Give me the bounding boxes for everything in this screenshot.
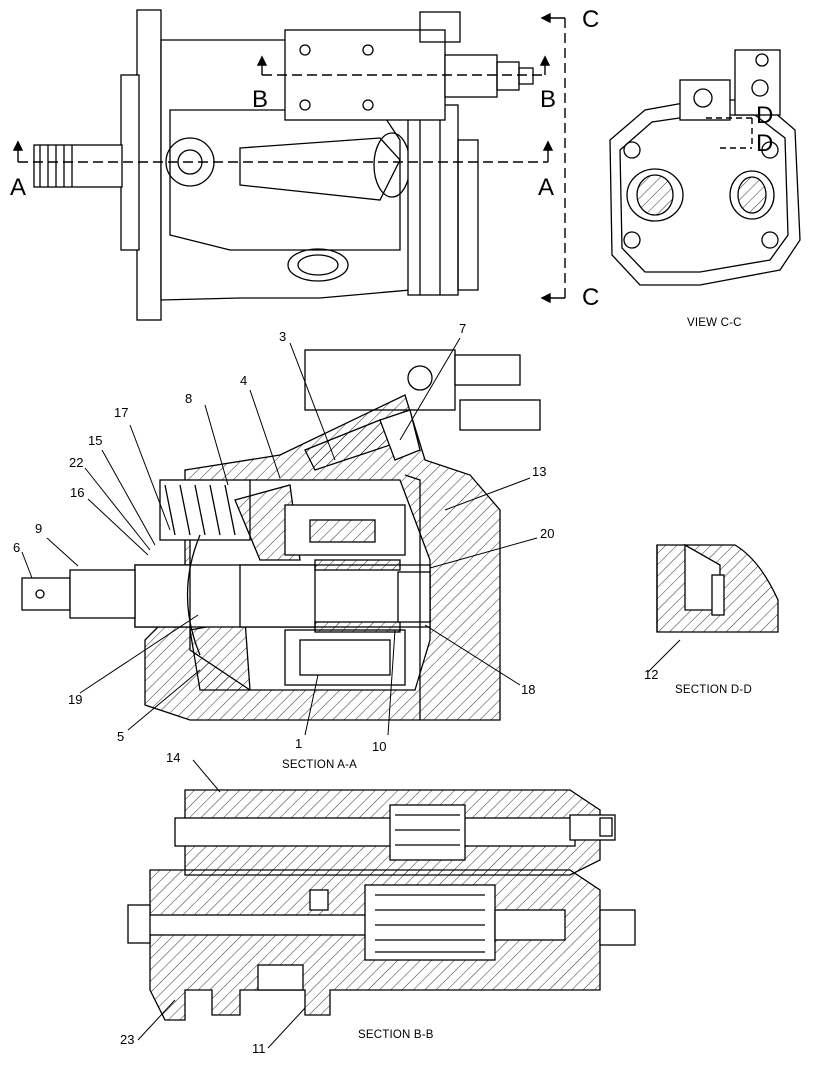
callout-5: 5 [117,729,125,744]
callout-22: 22 [69,455,84,470]
section-d-label-top: D [756,102,774,129]
callout-1: 1 [295,736,303,751]
callout-4: 4 [240,373,248,388]
callout-15: 15 [88,433,103,448]
callout-9: 9 [35,521,43,536]
callout-18: 18 [521,682,536,697]
callout-3: 3 [279,329,287,344]
section-dd-drawing [647,543,779,673]
callout-17: 17 [114,405,129,420]
callout-19: 19 [68,692,83,707]
callout-14: 14 [166,750,181,765]
view-cc-drawing [609,49,801,286]
section-b-label-right: B [540,86,557,113]
caption-view-cc: VIEW C-C [687,317,742,329]
section-aa-leaders [21,337,538,736]
cut-lines-elevation [18,18,566,298]
section-c-label-top: C [582,6,600,33]
callout-7: 7 [459,321,467,336]
section-c-label-bottom: C [582,284,600,311]
section-bb-drawing [127,789,636,1021]
callout-6: 6 [13,540,21,555]
callout-8: 8 [185,391,193,406]
callout-13: 13 [532,464,547,479]
callout-11: 11 [252,1041,266,1056]
caption-section-bb: SECTION B-B [358,1029,434,1041]
callout-12: 12 [644,667,659,682]
section-aa-drawing [21,349,541,721]
section-d-label-bottom: D [756,130,774,157]
callout-16: 16 [70,485,85,500]
cut-line-dd [706,117,753,149]
cut-line-arrows [12,12,565,304]
caption-section-aa: SECTION A-A [282,759,358,771]
pump-elevation-view [33,9,534,321]
callout-10: 10 [372,739,387,754]
section-b-label-left: B [252,86,269,113]
section-a-label-left: A [10,174,27,201]
callout-20: 20 [540,526,555,541]
section-bb-leaders [137,759,306,1049]
section-a-label-right: A [538,174,555,201]
callout-23: 23 [120,1032,135,1047]
caption-section-dd: SECTION D-D [675,684,752,696]
